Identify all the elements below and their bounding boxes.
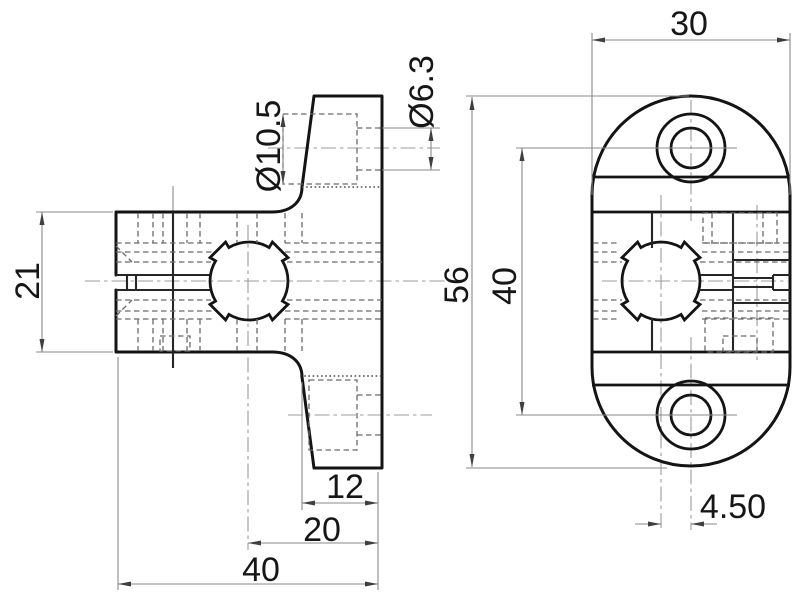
top-counterbore-hidden <box>282 113 358 185</box>
side-view-outline <box>114 94 384 470</box>
dim-bore-to-rear-label: 20 <box>303 511 341 549</box>
dimension-bore-to-rear: 20 <box>248 511 378 549</box>
dim-hole-pitch-label: 40 <box>486 267 524 305</box>
front-view-outline <box>590 94 792 468</box>
dim-bore-offset-label: 4.50 <box>700 488 766 526</box>
dimension-front-width: 30 <box>591 5 791 195</box>
side-view <box>114 94 384 470</box>
centerlines <box>85 100 788 550</box>
clamp-bore-front <box>619 239 703 323</box>
clamp-bore <box>207 239 291 323</box>
dimension-counterbore-dia: Ø10.5 <box>250 100 288 193</box>
hidden-chamfer <box>115 245 133 263</box>
hidden-slot <box>159 335 191 352</box>
dimension-overall-height: 56 <box>438 95 689 469</box>
dimension-flange-depth: 12 <box>301 382 378 510</box>
front-slit <box>700 258 790 305</box>
hidden-tapped-holes <box>115 213 303 352</box>
bottom-counterbore-hidden <box>308 379 358 451</box>
front-hidden-pockets <box>702 212 778 353</box>
dim-counterbore-label: Ø10.5 <box>250 100 288 193</box>
dimension-bore-offset: 4.50 <box>635 488 766 527</box>
dim-flange-depth-label: 12 <box>326 468 364 506</box>
hidden-bore-lines <box>116 242 382 320</box>
dim-overall-height-label: 56 <box>438 266 476 304</box>
dim-clamp-height-label: 21 <box>9 262 47 300</box>
dimension-overall-depth: 40 <box>117 357 379 590</box>
dimension-hole-pitch: 40 <box>486 147 737 416</box>
dim-front-width-label: 30 <box>670 5 708 43</box>
dimension-clamp-height: 21 <box>9 211 113 353</box>
dimension-small-hole-dia: Ø6.3 <box>382 55 441 171</box>
dim-small-hole-label: Ø6.3 <box>403 55 441 129</box>
hidden-chamfer <box>115 299 133 317</box>
dim-overall-depth-label: 40 <box>242 551 280 589</box>
